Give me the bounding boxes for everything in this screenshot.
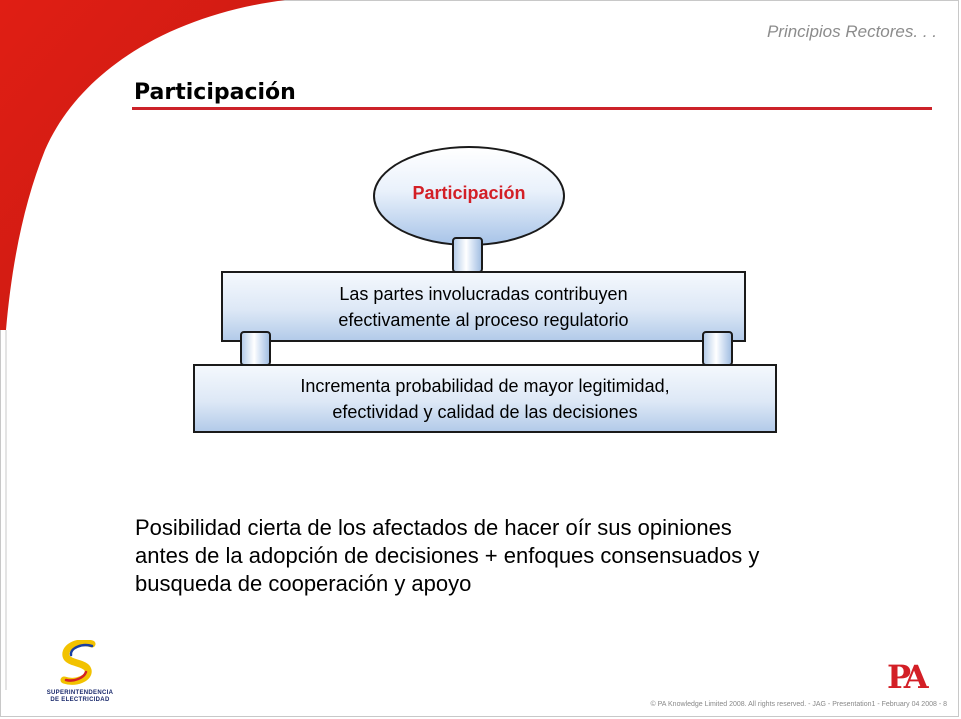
top-box-line-1: Las partes involucradas contribuyen <box>339 283 628 304</box>
pa-logo: PA <box>887 658 929 696</box>
superintendencia-logo: SUPERINTENDENCIA DE ELECTRICIDAD <box>30 640 130 705</box>
top-box: Las partes involucradas contribuyen efec… <box>221 271 746 342</box>
red-swoosh-decoration <box>0 0 285 690</box>
footer-copyright: © PA Knowledge Limited 2008. All rights … <box>650 701 947 708</box>
ellipse-label: Participación <box>412 183 526 203</box>
superintendencia-emblem-icon <box>60 640 96 685</box>
body-line-2: antes de la adopción de decisiones + enf… <box>135 543 760 568</box>
right-pillar <box>702 331 733 366</box>
bottom-box: Incrementa probabilidad de mayor legitim… <box>193 364 777 433</box>
slide-title: Participación <box>134 80 296 105</box>
section-subtitle: Principios Rectores. . . <box>766 22 937 41</box>
center-pillar <box>452 237 483 273</box>
body-line-1: Posibilidad cierta de los afectados de h… <box>135 515 732 540</box>
bottom-box-line-2: efectividad y calidad de las decisiones <box>332 401 638 422</box>
logo-left-line-2: DE ELECTRICIDAD <box>50 697 110 703</box>
title-underline <box>132 107 932 110</box>
top-box-line-2: efectivamente al proceso regulatorio <box>338 309 629 330</box>
bottom-box-line-1: Incrementa probabilidad de mayor legitim… <box>300 375 670 396</box>
logo-left-line-1: SUPERINTENDENCIA <box>46 690 114 696</box>
body-line-3: busqueda de cooperación y apoyo <box>135 571 472 596</box>
left-pillar <box>240 331 271 366</box>
body-text: Posibilidad cierta de los afectados de h… <box>135 514 925 598</box>
